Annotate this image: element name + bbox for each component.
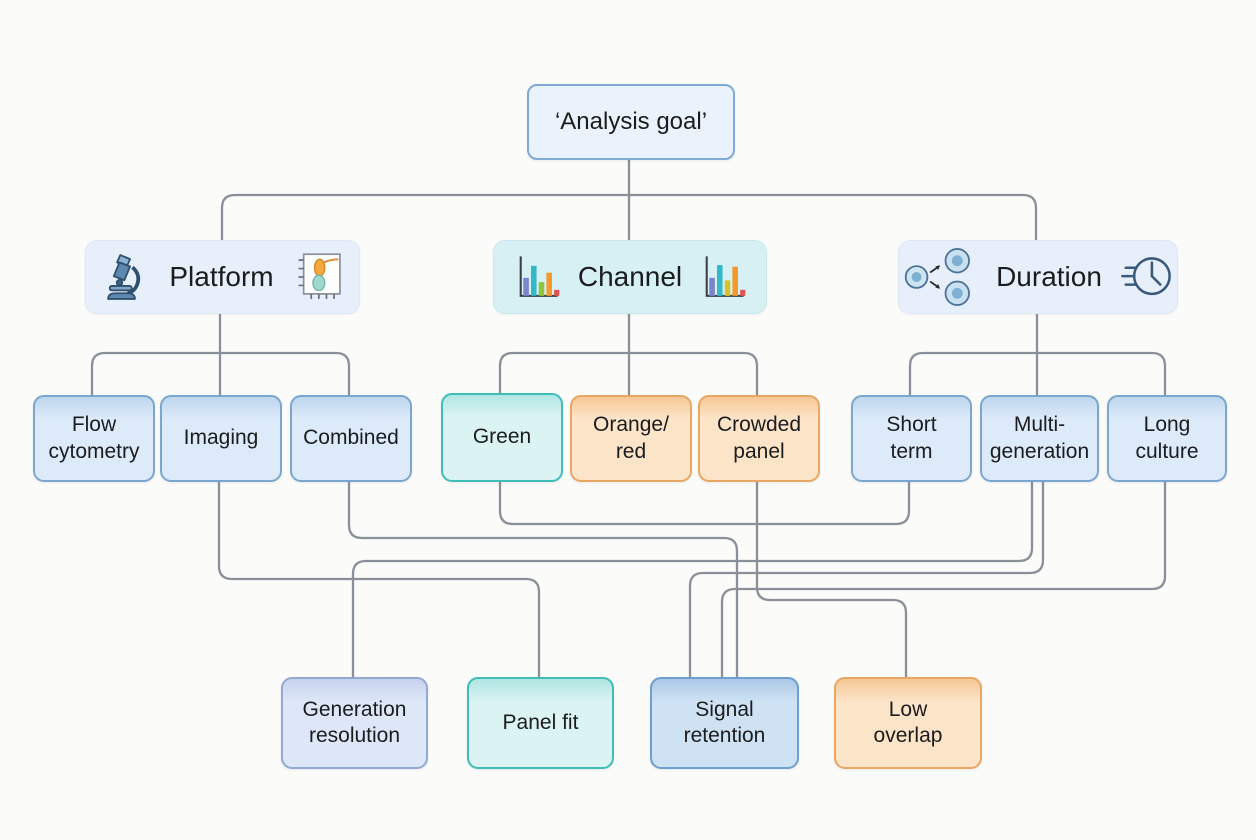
bar-chart-icon [699,253,747,301]
edge-combined-signal-retention [347,476,739,680]
node-crowded-panel: Crowded panel [698,395,820,482]
edge-multi-generation-generation-resolution [351,476,1034,680]
edge-goal-bus [220,193,1038,242]
node-flow-cytometry: Flow cytometry [33,395,155,482]
node-label: Flow cytometry [48,413,140,463]
node-label: Orange/ red [593,413,669,463]
edge-green-short-term [498,476,911,526]
node-label: Panel fit [502,710,579,734]
node-long-culture: Long culture [1107,395,1227,482]
flow-plot-icon [291,249,345,305]
node-label: Short term [886,413,937,463]
node-short-term: Short term [851,395,972,482]
edge-long-culture-signal-retention [720,476,1167,680]
node-multi-generation: Multi- generation [980,395,1099,482]
header-label: Channel [577,261,683,292]
node-generation-resolution: Generation resolution [281,677,428,769]
node-analysis-goal: ‘Analysis goal’ [527,84,735,160]
bar-chart-icon [513,253,561,301]
edge-platform-bus [90,351,351,397]
node-orange-red: Orange/ red [570,395,692,482]
header-platform: Platform [85,240,360,314]
header-channel: Channel [493,240,767,314]
node-label: Green [472,425,532,449]
node-panel-fit: Panel fit [467,677,614,769]
header-label: Platform [169,261,274,292]
edge-multi-generation-signal-retention [688,476,1045,680]
cell-division-icon [903,248,979,306]
node-low-overlap: Low overlap [834,677,982,769]
node-signal-retention: Signal retention [650,677,799,769]
node-imaging: Imaging [160,395,282,482]
node-green: Green [441,393,563,482]
edge-channel-bus [498,351,759,397]
header-label: Duration [996,261,1102,292]
node-combined: Combined [290,395,412,482]
microscope-icon [100,250,152,304]
node-label: ‘Analysis goal’ [554,107,708,135]
node-label: Generation resolution [302,697,407,747]
edge-duration-bus [908,351,1167,397]
edge-imaging-panel-fit [217,476,541,680]
node-label: Crowded panel [716,413,802,463]
header-duration: Duration [898,240,1178,314]
node-label: Signal retention [683,697,766,747]
node-label: Imaging [183,426,259,450]
node-label: Multi- generation [989,413,1090,463]
edge-crowded-panel-low-overlap [755,476,908,680]
clock-icon [1119,250,1173,304]
node-label: Combined [303,426,399,450]
node-label: Low overlap [873,697,943,747]
node-label: Long culture [1135,413,1199,463]
